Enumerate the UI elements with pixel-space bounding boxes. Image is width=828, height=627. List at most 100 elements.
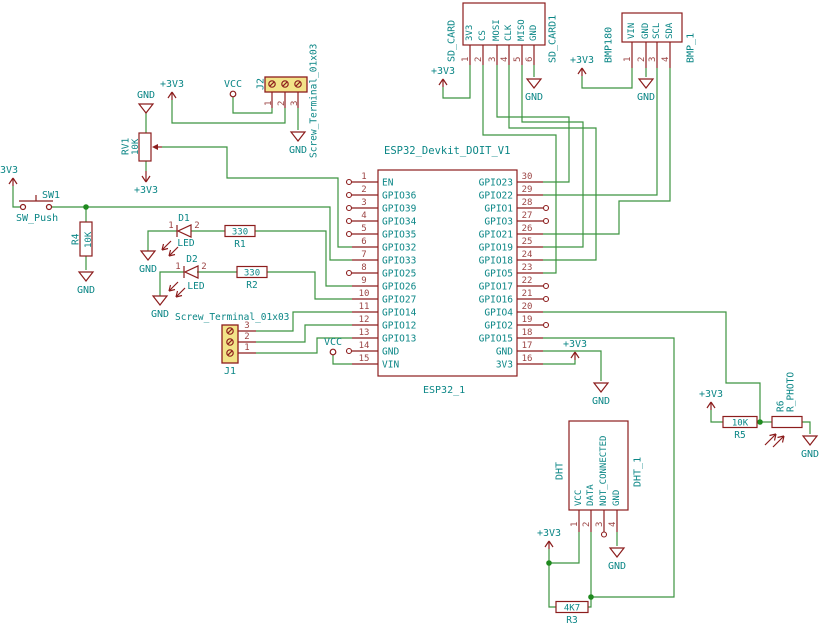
wire[interactable]: [588, 597, 592, 608]
gnd-symbol[interactable]: GND: [137, 90, 155, 114]
plus3v3-symbol[interactable]: +3V3: [570, 55, 594, 76]
wire[interactable]: [162, 146, 352, 248]
wire[interactable]: [332, 355, 352, 365]
wire[interactable]: [256, 337, 352, 354]
power-symbols: GND GND GND GND GND GND GND GND GND GND +3V3 +3V3 +3…: [0, 55, 819, 572]
dht-label: DHT: [555, 462, 566, 480]
esp32-component[interactable]: ESP32_Devkit_DOIT_V1 ESP32_1 1EN2GPIO363…: [345, 145, 550, 396]
wire[interactable]: [12, 186, 20, 208]
gnd-triangle: [608, 547, 626, 558]
wire[interactable]: [543, 311, 761, 422]
r4-resistor[interactable]: 10K R4: [71, 221, 95, 257]
pin-number: 8: [361, 263, 366, 273]
gnd-symbol[interactable]: GND: [525, 78, 543, 103]
wire[interactable]: [543, 350, 602, 381]
resistor-body[interactable]: [224, 224, 256, 238]
wire[interactable]: [710, 410, 723, 423]
gnd-triangle: [592, 382, 610, 393]
wire[interactable]: [802, 421, 811, 434]
gnd-symbol[interactable]: GND: [637, 78, 655, 103]
gnd-symbol[interactable]: GND: [139, 250, 157, 275]
pin-number: 7: [361, 250, 366, 260]
pin-name: VIN: [382, 360, 399, 371]
vcc-symbol[interactable]: VCC: [324, 337, 342, 356]
gnd-symbol[interactable]: GND: [801, 435, 819, 460]
wire[interactable]: [581, 68, 633, 89]
pin-name: GPIO3: [484, 217, 513, 228]
esp32-ref: ESP32_1: [423, 385, 465, 396]
wire[interactable]: [52, 206, 352, 261]
j1-screw-terminal[interactable]: Screw_Terminal_01x03 J1 321: [175, 312, 289, 377]
r2-resistor[interactable]: 330 R2: [236, 265, 268, 292]
gnd-label: GND: [637, 92, 655, 103]
gnd-symbol[interactable]: GND: [289, 131, 307, 156]
resistor-body[interactable]: [771, 415, 803, 429]
pin-number: 22: [522, 276, 533, 286]
j1-body[interactable]: [221, 324, 239, 364]
plus3v3-symbol[interactable]: +3V3: [537, 528, 561, 549]
power-arrow: [577, 67, 587, 76]
resistor-body[interactable]: [236, 265, 268, 279]
gnd-symbol[interactable]: GND: [592, 382, 610, 407]
d2-led[interactable]: D2 LED 1 2: [168, 254, 207, 298]
wire[interactable]: [256, 324, 352, 343]
wire[interactable]: [482, 65, 557, 274]
plus3v3-symbol[interactable]: +3V3: [160, 79, 184, 100]
wire[interactable]: [543, 337, 675, 598]
wire[interactable]: [232, 97, 273, 114]
wire[interactable]: [543, 68, 671, 235]
wire[interactable]: [543, 68, 658, 196]
wire[interactable]: [521, 65, 584, 248]
wire[interactable]: [171, 100, 286, 124]
wire[interactable]: [548, 563, 556, 608]
wire[interactable]: [549, 532, 580, 564]
r5-resistor[interactable]: 10K R5: [722, 415, 758, 442]
potentiometer-body[interactable]: [138, 132, 152, 162]
wire[interactable]: [543, 360, 576, 365]
resistor-body[interactable]: [79, 221, 93, 257]
wire[interactable]: [256, 311, 352, 332]
wire[interactable]: [496, 65, 570, 183]
pin-name: GPIO18: [479, 256, 514, 267]
pin-name: GPIO26: [382, 282, 417, 293]
junction-dot: [588, 594, 594, 600]
wire[interactable]: [267, 271, 352, 300]
plus3v3-symbol[interactable]: +3V3: [431, 66, 455, 87]
pin-number: 3: [648, 57, 658, 62]
rv1-potentiometer[interactable]: RV1 10K: [121, 132, 163, 162]
resistor-body[interactable]: [555, 600, 589, 614]
wire[interactable]: [255, 230, 352, 287]
plus3v3-symbol[interactable]: +3V3: [134, 171, 158, 196]
gnd-label: GND: [151, 309, 169, 320]
bmp180-body[interactable]: [621, 12, 683, 43]
gnd-symbol[interactable]: GND: [608, 547, 626, 572]
d1-led[interactable]: D1 LED 1 2: [161, 213, 200, 257]
plus3v3-symbol[interactable]: +3V3: [699, 389, 723, 410]
gnd-symbol[interactable]: GND: [151, 295, 169, 320]
r3-resistor[interactable]: 4K7 R3: [555, 600, 589, 627]
pin-name: GND: [529, 25, 539, 41]
resistor-body[interactable]: [722, 415, 758, 429]
wire[interactable]: [442, 65, 471, 99]
gnd-symbol[interactable]: GND: [77, 271, 95, 296]
wire[interactable]: [508, 65, 597, 261]
plus3v3-symbol[interactable]: 3V3: [0, 165, 18, 186]
vcc-symbol[interactable]: VCC: [224, 79, 242, 98]
dht-body[interactable]: [568, 420, 629, 511]
wire[interactable]: [159, 271, 184, 296]
led-symbol: [168, 265, 199, 298]
dht-ref: DHT_1: [633, 457, 644, 487]
sd-card-body[interactable]: [462, 2, 546, 46]
sd-card-component[interactable]: SD_CARD SD_CARD1 3V31CS2MOSI3CLK4MISO5GN…: [447, 2, 559, 65]
no-connect-circle: [345, 269, 353, 277]
r1-resistor[interactable]: 330 R1: [224, 224, 256, 251]
r6-photoresistor[interactable]: R6 R_PHOTO: [764, 372, 803, 448]
plus3v3-symbol[interactable]: +3V3: [563, 339, 587, 360]
sw1-push-button[interactable]: SW1 SW_Push: [16, 190, 60, 224]
wire[interactable]: [147, 230, 177, 251]
